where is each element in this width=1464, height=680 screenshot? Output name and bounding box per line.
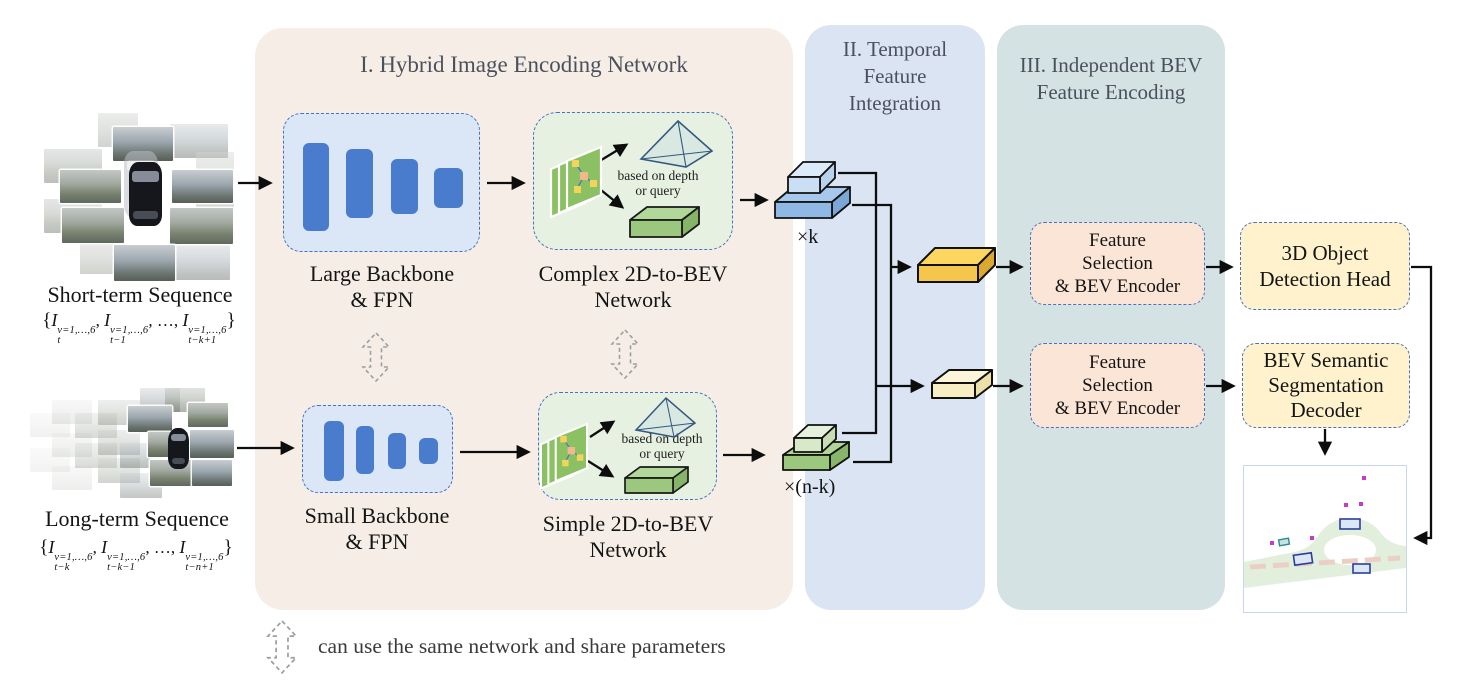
pedestrian-dot — [1359, 502, 1363, 506]
panel-temporal-integration — [805, 25, 985, 610]
backbone-bar — [346, 149, 373, 218]
panel-independent-title: III. Independent BEV Feature Encoding — [1019, 53, 1203, 104]
simple-bev-label: Simple 2D-to-BEV Network — [542, 511, 714, 562]
vehicle-box — [1292, 551, 1314, 567]
simple-bev-note: based on depth or query — [621, 431, 703, 461]
pedestrian-dot — [1270, 541, 1274, 545]
detection-head-box: 3D Object Detection Head — [1240, 222, 1410, 310]
large-backbone-box — [283, 113, 480, 252]
backbone-bar — [391, 159, 418, 214]
legend-text: can use the same network and share param… — [318, 634, 726, 658]
feature-selection-bottom-box: Feature Selection & BEV Encoder — [1030, 343, 1205, 428]
camera-image — [172, 170, 233, 203]
small-backbone-box — [302, 405, 453, 493]
arrow-detection-to-output — [1411, 265, 1433, 546]
complex-bev-note: based on depth or query — [617, 168, 699, 198]
complex-bev-label: Complex 2D-to-BEV Network — [538, 261, 728, 312]
lane-divider — [1249, 555, 1401, 570]
ego-car-icon — [168, 428, 189, 469]
camera-image — [128, 406, 172, 432]
bev-segmentation-map — [1244, 476, 1406, 588]
backbone-bar — [419, 438, 438, 464]
short-term-camera-collage — [25, 105, 240, 290]
vehicle-box — [1352, 563, 1371, 574]
cyclist-box — [1277, 537, 1291, 547]
panel-independent-encoding — [997, 25, 1225, 610]
vehicle-box — [1339, 518, 1361, 530]
backbone-bar — [356, 426, 374, 474]
long-term-label: Long-term Sequence — [45, 506, 229, 531]
short-stack-count: ×k — [797, 226, 819, 248]
backbone-bar — [303, 143, 329, 231]
pedestrian-dot — [1310, 536, 1314, 540]
share-params-legend-icon — [266, 619, 299, 675]
camera-image — [60, 170, 121, 203]
camera-image — [192, 460, 232, 486]
long-term-camera-collage — [20, 388, 245, 503]
camera-image — [190, 430, 234, 458]
pedestrian-dot — [1344, 503, 1348, 507]
pedestrian-dot — [1362, 476, 1366, 480]
camera-image — [114, 245, 175, 281]
ego-car-icon — [129, 162, 162, 226]
backbone-bar — [434, 168, 463, 208]
segmentation-decoder-box: BEV Semantic Segmentation Decoder — [1242, 343, 1410, 428]
bev-output-image — [1243, 465, 1407, 613]
long-stack-count: ×(n-k) — [784, 476, 836, 498]
large-backbone-label: Large Backbone & FPN — [309, 261, 455, 312]
feature-selection-top-box: Feature Selection & BEV Encoder — [1030, 222, 1205, 305]
camera-image — [170, 208, 233, 244]
camera-image — [62, 208, 124, 243]
camera-image — [188, 403, 228, 427]
backbone-bar — [388, 433, 406, 469]
small-backbone-label: Small Backbone & FPN — [304, 503, 450, 554]
backbone-bar — [324, 421, 344, 481]
panel-temporal-title: II. Temporal Feature Integration — [842, 37, 948, 115]
panel-hybrid-title: I. Hybrid Image Encoding Network — [360, 52, 688, 77]
short-term-label: Short-term Sequence — [47, 282, 233, 307]
